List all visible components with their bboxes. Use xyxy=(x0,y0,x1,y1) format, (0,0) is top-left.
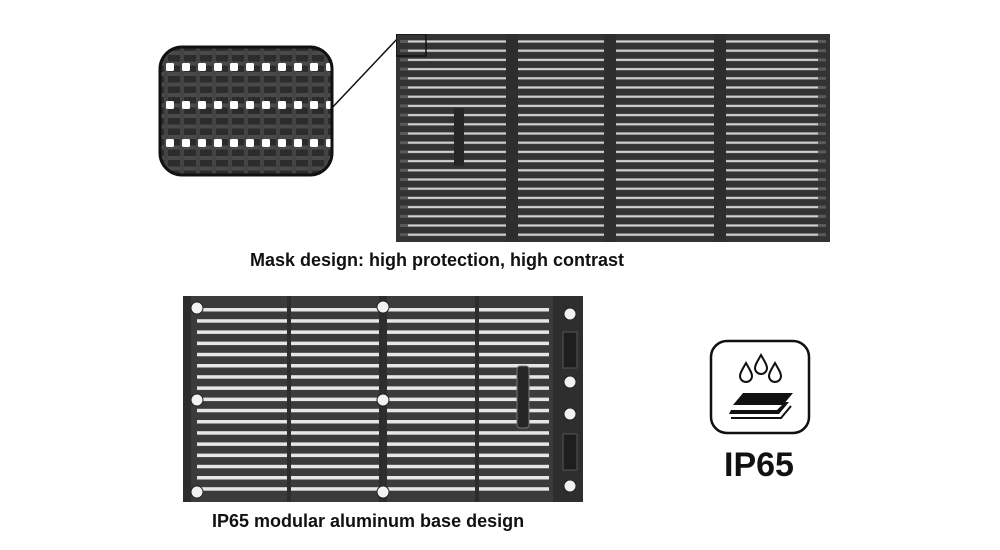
mask-panel-image xyxy=(396,34,830,242)
mask-zoom-inset xyxy=(158,45,334,177)
mask-caption: Mask design: high protection, high contr… xyxy=(250,250,625,270)
base-panel-image xyxy=(183,296,583,502)
ip-rating-label: IP65 xyxy=(724,446,794,484)
zoom-connector-line xyxy=(330,37,399,111)
waterproof-icon xyxy=(709,339,811,435)
base-caption: IP65 modular aluminum base design xyxy=(212,511,525,531)
